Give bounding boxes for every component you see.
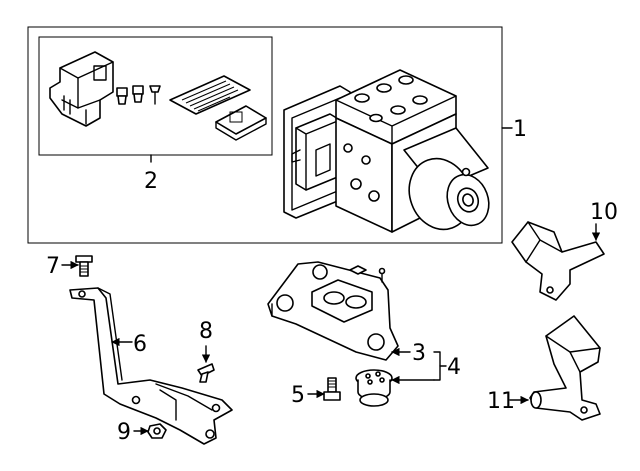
callout-2: 2	[144, 169, 158, 194]
bolt-7-icon	[75, 255, 93, 277]
callout-8: 8	[199, 319, 213, 344]
callout-7: 7	[46, 254, 60, 279]
callout-10: 10	[590, 200, 618, 225]
bolt-5-icon	[323, 377, 341, 401]
instruction-sheet-icon	[169, 75, 251, 115]
callout-6: 6	[133, 332, 147, 357]
callout-1: 1	[513, 117, 527, 142]
bracket-icon	[267, 261, 399, 361]
speed-sensor-11-icon	[529, 315, 601, 421]
mounting-bracket-icon	[69, 287, 233, 445]
nut-icon	[147, 423, 167, 439]
screw-icon	[116, 85, 161, 105]
kit-frame	[38, 36, 273, 156]
label-card-icon	[215, 105, 267, 141]
control-module-icon	[49, 51, 114, 127]
bolt-8-icon	[197, 363, 215, 383]
leader-lines	[61, 127, 601, 436]
speed-sensor-10-icon	[511, 221, 605, 301]
callout-11: 11	[487, 389, 515, 414]
grommet-icon	[355, 369, 393, 407]
abs-modulator-icon	[283, 69, 490, 233]
assembly-frame	[27, 26, 503, 244]
callout-9: 9	[117, 420, 131, 445]
callout-5: 5	[291, 383, 305, 408]
callout-3: 3	[412, 341, 426, 366]
callout-4: 4	[447, 355, 461, 380]
